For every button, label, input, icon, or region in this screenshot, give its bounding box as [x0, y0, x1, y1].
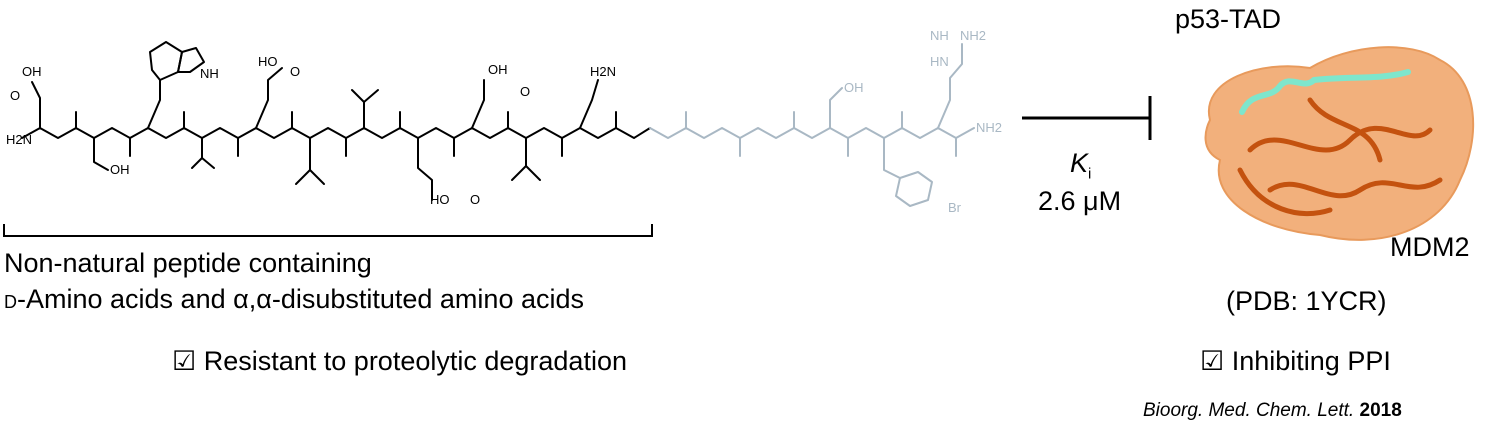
peptide-structure: OH O H2N OH NH HO O HO O OH O H2N NH NH2… [3, 28, 1002, 237]
ki-symbol: K [1070, 148, 1089, 178]
label-h2n: H2N [6, 132, 32, 147]
label-oh-3: OH [488, 62, 508, 77]
ki-value: 2.6 μM [1038, 186, 1122, 216]
label-br: Br [948, 200, 962, 215]
backbone-black [21, 127, 651, 139]
checkbox-icon: ☑ [1200, 346, 1225, 376]
caption-d-prefix: D [4, 292, 17, 312]
p53-tad-label: p53-TAD [1175, 4, 1282, 34]
label-hn-grey: HN [930, 54, 949, 69]
label-nh2-end: NH2 [976, 120, 1002, 135]
ki-subscript: i [1088, 165, 1092, 183]
label-nh-grey: NH [930, 28, 949, 43]
caption-line-2-text: -Amino acids and α,α-disubstituted amino… [17, 284, 584, 314]
ki-label: Ki [1070, 148, 1091, 182]
bracket [3, 224, 653, 237]
caption-line-1: Non-natural peptide containing [4, 248, 372, 278]
label-oh-grey: OH [844, 80, 864, 95]
citation-journal: Bioorg. Med. Chem. Lett. [1143, 400, 1355, 421]
citation-year: 2018 [1359, 400, 1402, 421]
label-nh2-grey: NH2 [960, 28, 986, 43]
mdm2-protein-image [1204, 46, 1475, 241]
backbone-grey [649, 127, 975, 139]
label-o-1: O [10, 88, 20, 103]
citation: Bioorg. Med. Chem. Lett. 2018 [1143, 400, 1402, 422]
check-resistant-text: Resistant to proteolytic degradation [203, 346, 627, 376]
label-ho-1: HO [258, 54, 278, 69]
label-ho-2: HO [430, 192, 450, 207]
checkbox-icon: ☑ [172, 346, 197, 376]
mdm2-label: MDM2 [1390, 232, 1470, 262]
label-o-3: O [470, 192, 480, 207]
label-nh-indole: NH [200, 66, 219, 81]
caption-line-2: D-Amino acids and α,α-disubstituted amin… [4, 284, 584, 315]
label-oh-2: OH [110, 162, 130, 177]
check-resistant: ☑ Resistant to proteolytic degradation [172, 346, 627, 377]
pdb-label: (PDB: 1YCR) [1226, 286, 1387, 316]
check-inhibiting-text: Inhibiting PPI [1231, 346, 1391, 376]
label-h2n-2: H2N [590, 64, 616, 79]
inhibition-arrow [1022, 96, 1152, 140]
label-oh-1: OH [22, 64, 42, 79]
label-o-4: O [520, 84, 530, 99]
check-inhibiting: ☑ Inhibiting PPI [1200, 346, 1391, 377]
label-o-2: O [290, 64, 300, 79]
